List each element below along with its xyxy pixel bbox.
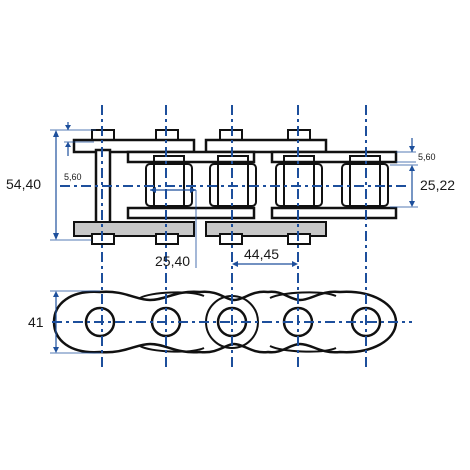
dim-2522-arrow-top [409, 165, 415, 171]
dim-560-right-arrow [409, 146, 415, 152]
inner-plate-side-2 [269, 291, 337, 353]
dim-plate-thickness-side-label: 5,60 [64, 172, 82, 182]
inner-plate-top-2 [270, 150, 398, 164]
dim-inner-width-label: 25,22 [420, 177, 455, 193]
dim-54-arrow-top [53, 130, 59, 137]
outer-plate-top-middle [204, 138, 328, 154]
dim-4445-arrow-left [232, 261, 238, 267]
dim-roller-diameter-label: 25,40 [155, 253, 190, 269]
center-lines [52, 105, 412, 370]
dim-pitch-label: 44,45 [244, 246, 279, 262]
outer-plate-bottom-left [73, 221, 195, 237]
inner-plate-bottom-2 [270, 206, 398, 220]
outer-plate-bottom-middle [205, 221, 327, 237]
dim-2540-arrow-left [150, 187, 156, 193]
dim-41-arrow-top [53, 291, 59, 297]
inner-plate-top-1 [126, 150, 256, 164]
dim-54-arrow-bottom [53, 233, 59, 240]
dim-41-arrow-bottom [53, 347, 59, 353]
dimensions: 54,40 5,60 5,60 25,22 25,40 44,45 [6, 122, 455, 354]
dim-overall-width-label: 54,40 [6, 176, 41, 192]
dim-plate-height-label: 41 [28, 314, 44, 330]
dim-560-left-arrow-1 [65, 125, 71, 130]
dim-2522-arrow-bottom [409, 201, 415, 207]
dim-4445-arrow-right [292, 261, 298, 267]
inner-plate-bottom-1 [126, 206, 256, 220]
dim-plate-thickness-top-label: 5,60 [418, 152, 436, 162]
inner-plate-side-1 [139, 291, 205, 353]
dim-2540-arrow-right [190, 187, 196, 193]
dim-560-left-arrow-2 [65, 142, 71, 147]
